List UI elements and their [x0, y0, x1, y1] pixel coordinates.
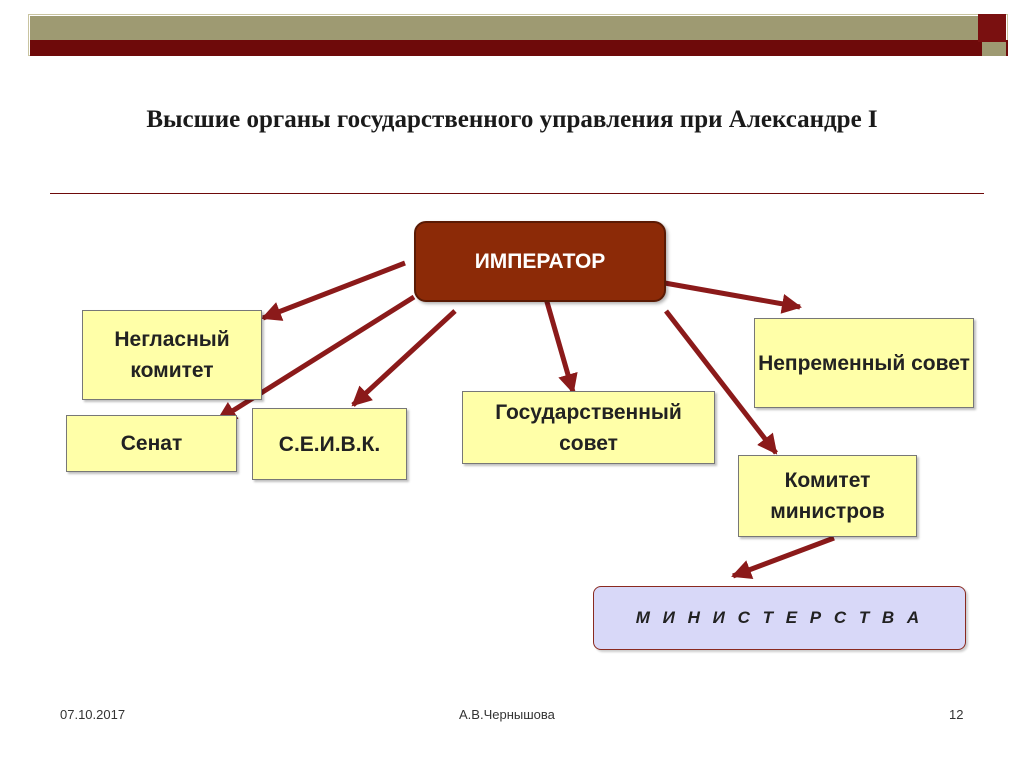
arrow-to-secret-committee	[261, 260, 406, 321]
title-divider	[50, 193, 984, 194]
header-band-olive	[30, 16, 978, 40]
header-corner-square-olive	[982, 42, 1006, 56]
header-band-maroon	[30, 40, 1008, 56]
node-emperor: ИМПЕРАТОР	[414, 221, 666, 302]
node-permanent-council: Непременный совет	[754, 318, 974, 408]
arrow-to-state-council	[542, 294, 578, 394]
node-state-council: Государственный совет	[462, 391, 715, 464]
header-corner-square-red	[978, 14, 1006, 42]
arrow-to-committee-of-ministers	[664, 309, 778, 455]
footer-date: 07.10.2017	[60, 707, 126, 722]
arrow-to-seivk	[351, 309, 457, 407]
node-seivk: С.Е.И.В.К.	[252, 408, 407, 480]
node-committee-of-ministers: Комитет министров	[738, 455, 917, 537]
node-senate: Сенат	[66, 415, 237, 472]
footer-author: А.В.Чернышова	[459, 707, 555, 722]
node-secret-committee: Негласный комитет	[82, 310, 262, 400]
arrow-to-ministries	[731, 535, 835, 580]
node-ministries: М И Н И С Т Е Р С Т В А	[593, 586, 966, 650]
footer-page-number: 12	[949, 707, 964, 722]
arrow-to-permanent-council	[658, 279, 802, 314]
slide-title: Высшие органы государственного управлени…	[146, 106, 878, 133]
